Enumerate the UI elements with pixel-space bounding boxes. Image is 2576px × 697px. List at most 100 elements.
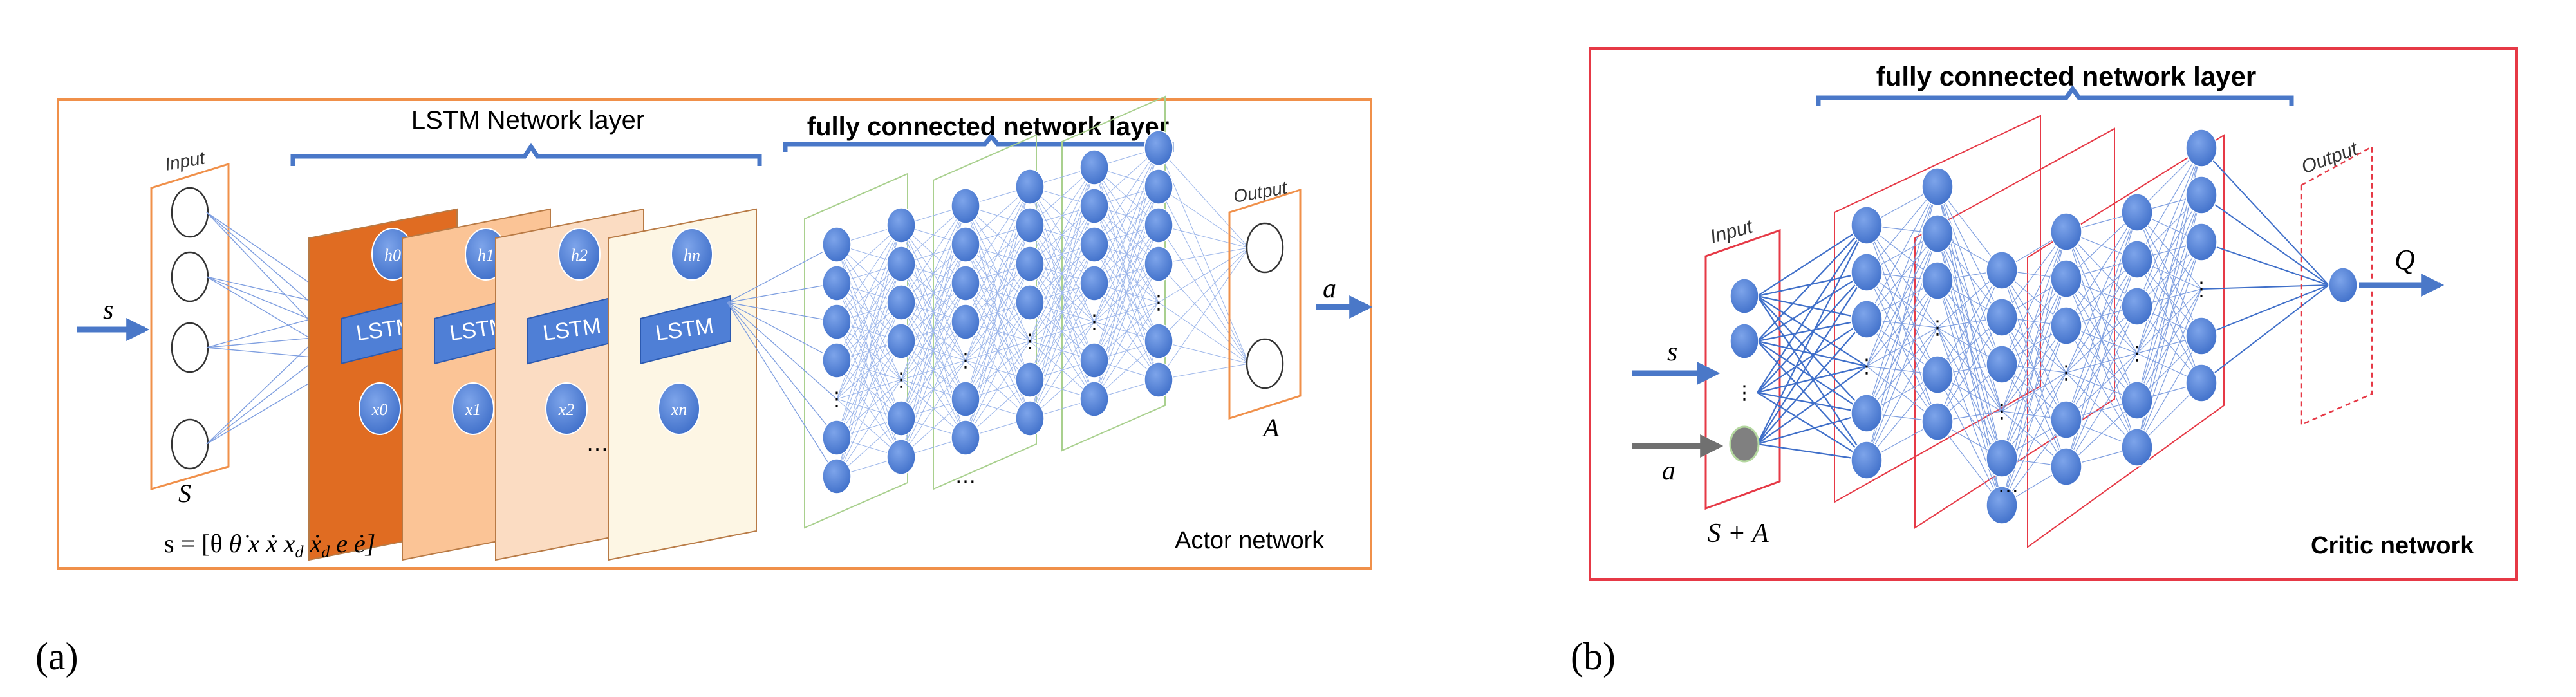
fc-layer-brace-b bbox=[1816, 84, 2294, 106]
connection-line bbox=[2001, 372, 2067, 506]
connection-line bbox=[2001, 419, 2067, 506]
connection-line bbox=[901, 360, 966, 458]
fc-node-a bbox=[886, 246, 916, 282]
fc-ellipsis-a: … bbox=[955, 463, 976, 488]
fc-node-b bbox=[1851, 394, 1883, 432]
critic-network-panel: fully connected network layer Input ⋮⋮⋮⋮… bbox=[1571, 47, 2518, 678]
vertical-ellipsis: ⋮ bbox=[1020, 331, 1040, 352]
vertical-ellipsis: ⋮ bbox=[2192, 279, 2211, 300]
fc-node-b bbox=[1921, 167, 1954, 206]
input-node-b bbox=[1730, 323, 1759, 359]
hidden-state-node: h2 bbox=[558, 228, 601, 281]
input-node-a bbox=[171, 322, 209, 373]
connection-line bbox=[1094, 302, 1159, 400]
connection-line bbox=[965, 186, 1031, 322]
output-node-a bbox=[1246, 338, 1284, 389]
connection-line bbox=[1094, 263, 1159, 400]
connection-line bbox=[836, 379, 902, 477]
fc-node-a bbox=[951, 227, 980, 263]
hidden-state-label: h2 bbox=[571, 246, 588, 265]
vertical-ellipsis: ⋮ bbox=[1085, 311, 1104, 333]
vertical-ellipsis: ⋮ bbox=[956, 350, 975, 371]
connection-line bbox=[1158, 340, 1249, 364]
fc-node-b bbox=[2050, 259, 2082, 298]
fc-node-b bbox=[1986, 345, 2018, 384]
connection-line bbox=[1094, 147, 1159, 284]
connection-line bbox=[836, 340, 902, 477]
fc-node-a bbox=[1079, 381, 1109, 417]
connection-line bbox=[1757, 412, 1867, 445]
connection-line bbox=[2201, 241, 2329, 286]
connection-line bbox=[1866, 280, 1938, 461]
fc-node-b bbox=[1921, 355, 1954, 394]
fc-node-b bbox=[2121, 381, 2153, 420]
fc-layer-title-b: fully connected network layer bbox=[1876, 61, 2257, 91]
connection-line bbox=[1757, 225, 1867, 297]
connection-line bbox=[1757, 340, 1867, 414]
connection-line bbox=[2066, 306, 2138, 467]
joint-space-label: S + A bbox=[1707, 519, 1769, 548]
fc-node-a bbox=[886, 323, 916, 359]
state-equation: s = [θ θ̇ x ẋ xd ẋd e ė] bbox=[164, 529, 375, 561]
fc-node-b bbox=[1851, 300, 1883, 339]
connection-line bbox=[1158, 225, 1249, 248]
fc-node-b bbox=[1986, 251, 2018, 290]
lstm-cell: LSTM bbox=[640, 295, 731, 365]
fc-node-b bbox=[1851, 441, 1883, 479]
connection-line bbox=[2201, 147, 2329, 286]
action-space-label: A bbox=[1262, 413, 1280, 442]
connection-line bbox=[1158, 247, 1249, 342]
connection-line bbox=[901, 205, 966, 342]
connection-line bbox=[2001, 231, 2067, 318]
panel-b-tag: (b) bbox=[1571, 635, 1616, 678]
connection-line bbox=[965, 186, 1031, 284]
actor-network-name: Actor network bbox=[1175, 527, 1325, 554]
fc-node-b bbox=[2050, 212, 2082, 251]
connection-line bbox=[2136, 288, 2202, 448]
connection-line bbox=[727, 283, 837, 303]
hidden-state-label: h0 bbox=[384, 246, 401, 265]
fc-node-a bbox=[886, 400, 916, 436]
connection-line bbox=[1937, 317, 2002, 422]
fc-node-b bbox=[2050, 400, 2082, 439]
fc-node-a bbox=[1079, 188, 1109, 224]
a-arrow-label-b: a bbox=[1662, 456, 1675, 486]
connection-line bbox=[1158, 147, 1249, 248]
fc-node-b bbox=[2185, 317, 2217, 355]
connection-line bbox=[965, 340, 1031, 438]
connection-line bbox=[1757, 366, 1867, 445]
connection-line bbox=[727, 302, 837, 438]
fc-node-a bbox=[1015, 207, 1045, 243]
fc-node-a bbox=[822, 265, 852, 301]
input-state-label: x2 bbox=[558, 400, 575, 419]
actor-network-frame bbox=[57, 98, 1372, 570]
fc-node-b bbox=[1921, 402, 1954, 441]
connection-line bbox=[1757, 272, 1867, 445]
fc-layer-panel-a bbox=[933, 134, 1037, 490]
fc-node-a bbox=[1079, 265, 1109, 301]
vertical-ellipsis: ⋮ bbox=[1928, 317, 1947, 339]
fc-node-a bbox=[822, 342, 852, 378]
critic-network-name: Critic network bbox=[2311, 532, 2474, 559]
lstm-ellipsis: … bbox=[586, 429, 609, 456]
connection-line bbox=[836, 225, 902, 322]
input-node-a bbox=[171, 187, 209, 238]
s-arrow-label-a: s bbox=[103, 295, 113, 325]
fc-node-a bbox=[951, 188, 980, 224]
q-label: Q bbox=[2394, 244, 2415, 275]
connection-line bbox=[727, 302, 837, 400]
action-input-node bbox=[1729, 425, 1760, 463]
vertical-ellipsis: ⋮ bbox=[2127, 343, 2147, 364]
hidden-state-node: hn bbox=[671, 228, 713, 281]
connection-line bbox=[1757, 225, 1867, 393]
connection-line bbox=[1757, 319, 1867, 393]
fc-node-a bbox=[1015, 400, 1045, 436]
input-node-a bbox=[171, 251, 209, 302]
connection-line bbox=[2066, 212, 2138, 373]
fc-node-b bbox=[1921, 261, 1954, 300]
connection-line bbox=[1158, 247, 1249, 380]
connection-line bbox=[2001, 231, 2067, 412]
connection-line bbox=[1757, 295, 1867, 414]
connection-line bbox=[727, 302, 837, 361]
fc-node-a bbox=[1144, 169, 1173, 205]
